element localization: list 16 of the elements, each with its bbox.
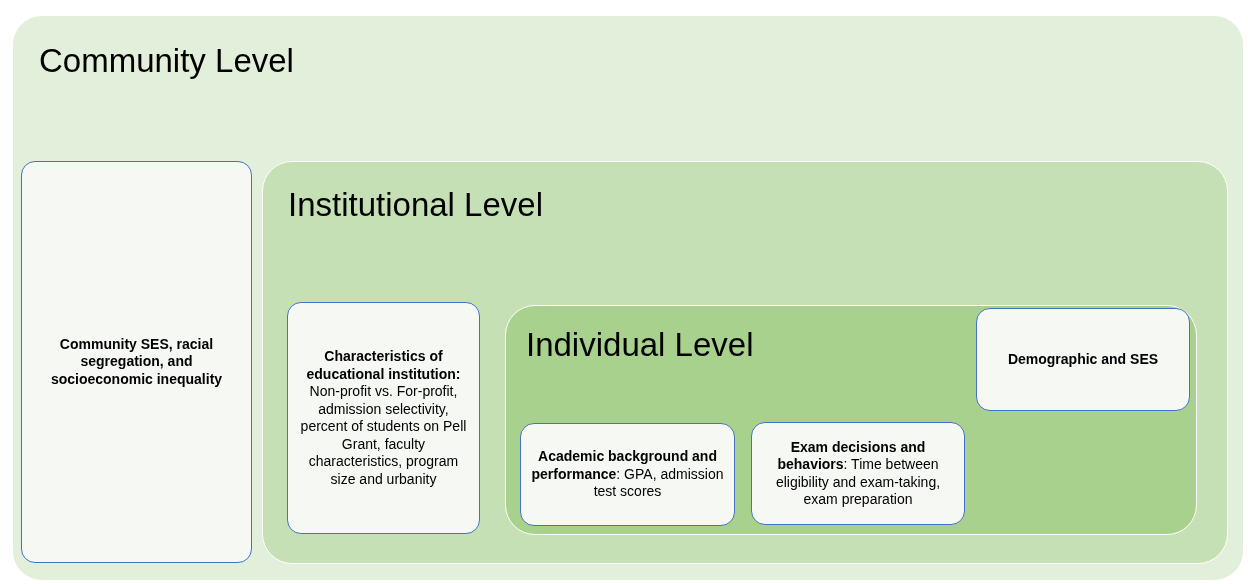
factor-text: Academic background and performance: GPA, admission test scores (530, 448, 725, 501)
factor-box (976, 308, 1190, 411)
factor-box (520, 423, 735, 526)
factor-box (287, 302, 480, 534)
level-heading: Community Level (39, 42, 294, 80)
factor-box (751, 422, 965, 525)
level-heading: Institutional Level (288, 186, 543, 224)
community-level-panel (12, 15, 1244, 581)
factor-text: Demographic and SES (1007, 350, 1159, 369)
individual-level-panel (505, 305, 1197, 535)
factor-text: Community SES, racial segregation, and socioeconomic inequality (49, 335, 224, 389)
factor-text: Characteristics of educational institution: Non-profit vs. For-profit, admission selectivity, percent of students on Pell Grant, faculty characteristics, program size and urbanity (299, 348, 468, 488)
institutional-level-panel (262, 161, 1228, 564)
factor-box (21, 161, 252, 563)
level-heading: Individual Level (526, 326, 754, 364)
factor-text: Exam decisions and behaviors: Time between eligibility and exam-taking, exam preparation (774, 438, 942, 509)
